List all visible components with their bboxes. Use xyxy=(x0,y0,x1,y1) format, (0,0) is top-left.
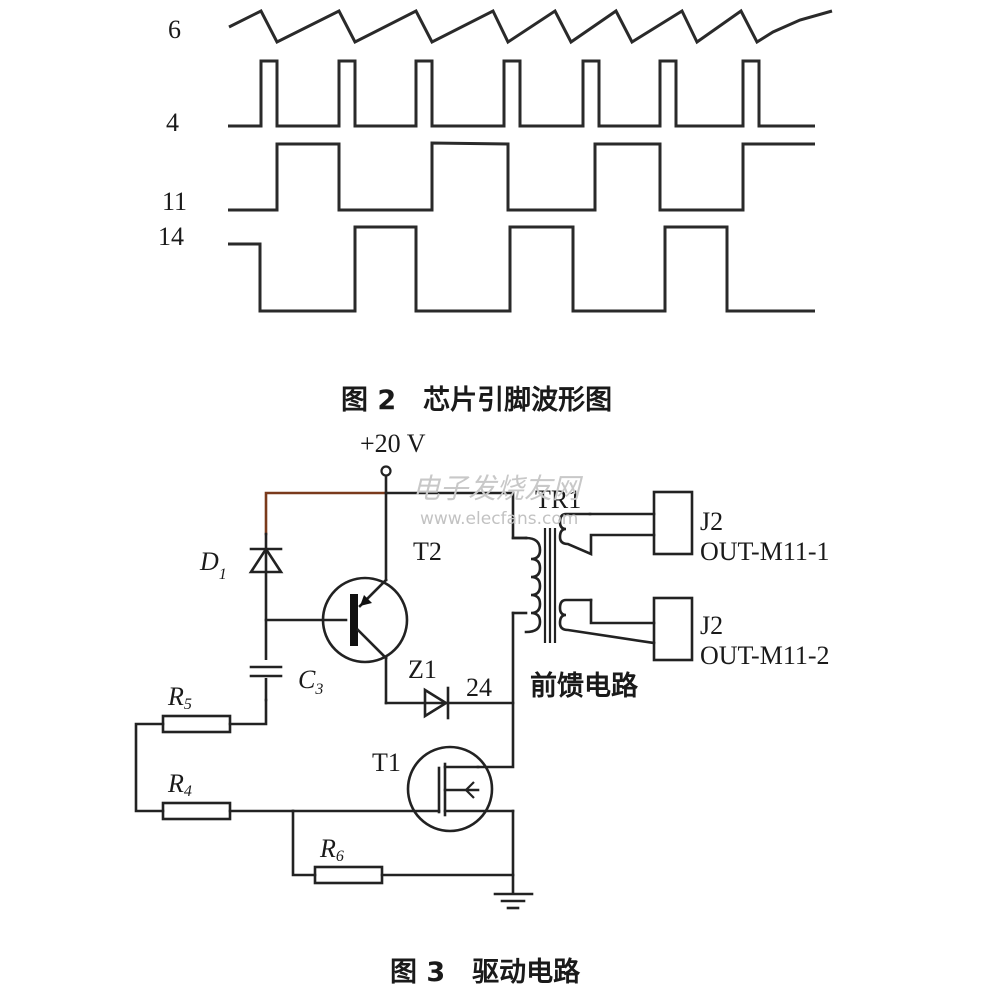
figure2-caption: 图 2 芯片引脚波形图 xyxy=(341,385,612,416)
connector-1-name: J2 xyxy=(700,507,723,536)
wire xyxy=(228,698,268,726)
waveform-pin-4 xyxy=(228,59,815,128)
c3-label: C3 xyxy=(298,665,323,698)
wire-drain xyxy=(476,611,515,769)
connector-1-label: OUT-M11-1 xyxy=(700,537,830,566)
transformer-tr1 xyxy=(511,512,656,645)
t1-label: T1 xyxy=(372,748,401,777)
pin-label-4: 4 xyxy=(166,108,179,137)
wire xyxy=(291,809,317,877)
pin-label-14: 14 xyxy=(158,222,184,251)
resistor-r6 xyxy=(313,865,384,885)
tr1-label: TR1 xyxy=(535,485,581,514)
zener-z1 xyxy=(423,686,450,720)
capacitor-c3 xyxy=(249,660,284,678)
drive-circuit: +20 V D1 C3 T2 xyxy=(134,429,830,988)
t2-label: T2 xyxy=(413,537,442,566)
connector-j2-out-m11-2 xyxy=(652,596,694,662)
supply-voltage-label: +20 V xyxy=(360,429,426,458)
r4-label: R4 xyxy=(167,769,192,800)
transistor-t2 xyxy=(321,491,409,705)
r5-label: R5 xyxy=(167,682,192,713)
pin-label-6: 6 xyxy=(168,15,181,44)
r6-label: R6 xyxy=(319,834,344,865)
resistor-r5 xyxy=(161,714,232,734)
connector-2-name: J2 xyxy=(700,611,723,640)
waveform-pin-11 xyxy=(228,141,815,212)
watermark-url: www.elecfans.com xyxy=(420,509,578,529)
watermark-cn: 电子发烧友网 xyxy=(412,472,584,505)
figure3-caption: 图 3 驱动电路 xyxy=(390,956,581,988)
feedforward-label: 前馈电路 xyxy=(530,670,639,702)
waveform-pin-14 xyxy=(228,225,815,313)
resistor-r4 xyxy=(161,801,232,821)
ground-icon xyxy=(493,892,534,910)
node-24-label: 24 xyxy=(466,673,492,702)
z1-label: Z1 xyxy=(408,655,437,684)
d1-label: D1 xyxy=(199,547,227,583)
wire-top-rail-left xyxy=(264,491,388,536)
mosfet-t1 xyxy=(291,745,515,833)
supply-terminal xyxy=(380,465,392,477)
connector-2-label: OUT-M11-2 xyxy=(700,641,830,670)
pin-label-11: 11 xyxy=(162,187,187,216)
diode-d1 xyxy=(248,546,284,574)
waveform-figure: 6 4 11 14 图 2 芯片引脚波形图 xyxy=(158,8,833,416)
wire-r5-r4 xyxy=(134,722,165,813)
waveform-pin-6 xyxy=(228,8,833,45)
connector-j2-out-m11-1 xyxy=(652,490,694,556)
